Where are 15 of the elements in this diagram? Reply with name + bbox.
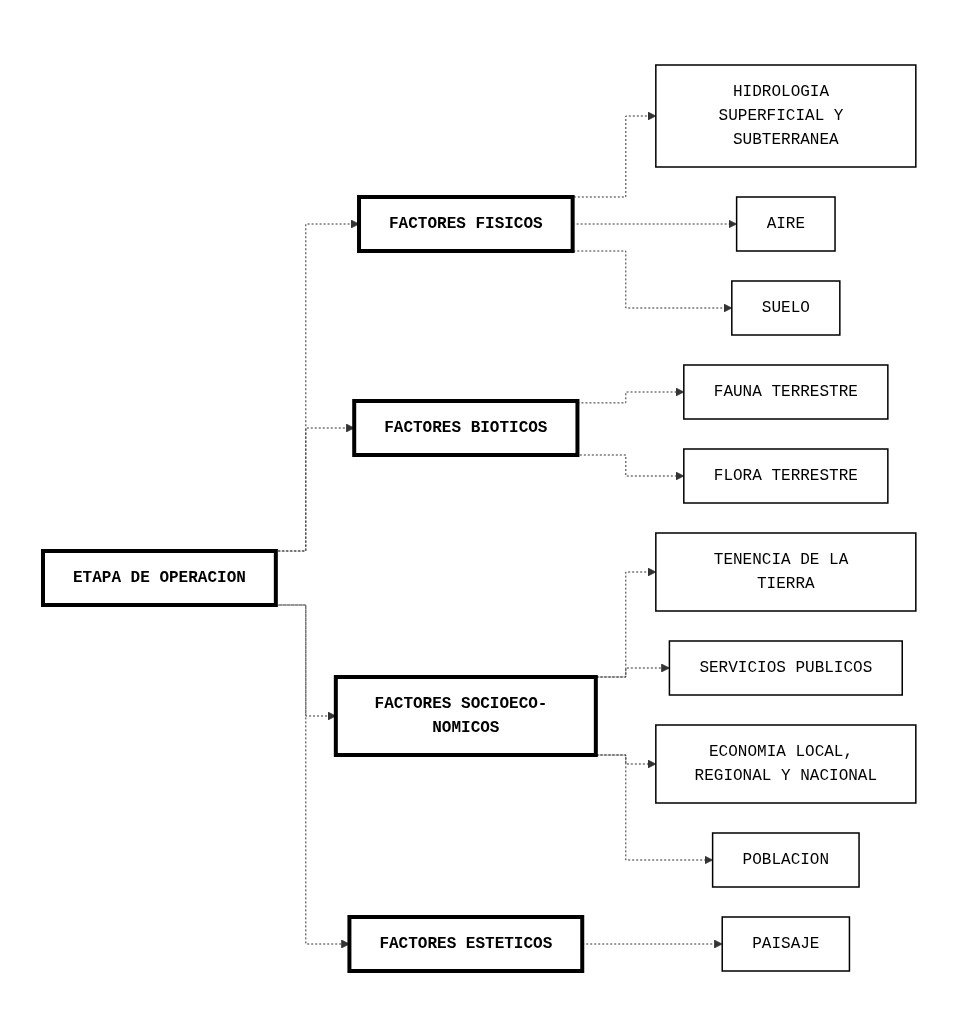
- node-box: POBLACION: [711, 832, 860, 888]
- node-box: FLORA TERRESTRE: [683, 448, 889, 504]
- node-box: HIDROLOGIA SUPERFICIAL Y SUBTERRANEA: [655, 64, 917, 168]
- node-box: ETAPA DE OPERACION: [41, 549, 278, 607]
- node-box: FAUNA TERRESTRE: [683, 364, 889, 420]
- node-box: SERVICIOS PUBLICOS: [668, 640, 904, 696]
- node-box: AIRE: [735, 196, 836, 252]
- node-box: SUELO: [731, 280, 841, 336]
- node-box: FACTORES BIOTICOS: [352, 399, 580, 457]
- node-box: PAISAJE: [721, 916, 851, 972]
- node-box: TENENCIA DE LA TIERRA: [655, 532, 917, 612]
- node-box: FACTORES ESTETICOS: [347, 915, 585, 973]
- node-box: FACTORES FISICOS: [357, 195, 575, 253]
- node-box: ECONOMIA LOCAL, REGIONAL Y NACIONAL: [655, 724, 917, 804]
- node-box: FACTORES SOCIOECO- NOMICOS: [333, 675, 598, 757]
